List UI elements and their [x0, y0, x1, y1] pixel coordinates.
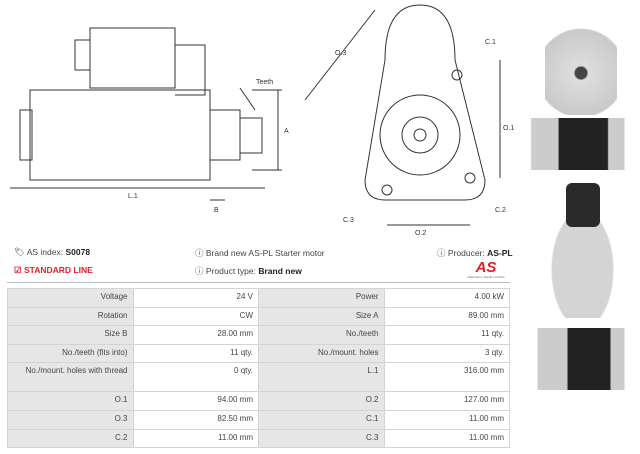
spec-value: 11.00 mm	[132, 428, 259, 449]
side-view-drawing: Teeth A B L.1	[10, 27, 289, 214]
product-photo-terminals[interactable]	[566, 183, 600, 227]
spec-value: 11.00 mm	[383, 428, 510, 449]
product-type: ⓘ Product type: Brand new	[195, 266, 302, 276]
spec-label: Size A	[258, 306, 385, 327]
spec-value: 94.00 mm	[132, 391, 259, 411]
spec-label: C.3	[258, 428, 385, 449]
standard-line-badge: ☑ STANDARD LINE	[14, 265, 93, 275]
spec-label: Voltage	[7, 288, 134, 308]
spec-value: 4.00 kW	[383, 288, 510, 308]
spec-value: CW	[132, 306, 259, 327]
spec-value: 11.00 mm	[383, 409, 510, 430]
spec-value: 3 qty.	[383, 343, 510, 364]
label-l1: L.1	[128, 193, 138, 200]
label-teeth: Teeth	[256, 79, 273, 86]
spec-value: 127.00 mm	[383, 391, 510, 411]
product-photo-front[interactable]	[545, 10, 617, 115]
spec-label: L.1	[258, 362, 385, 393]
label-c3: C.3	[343, 217, 354, 224]
spec-label: O.2	[258, 391, 385, 411]
label-o3: O.3	[335, 50, 346, 57]
spec-value: 24 V	[132, 288, 259, 308]
spec-value: 316.00 mm	[383, 362, 510, 393]
as-index: 🏷 AS index: S0078	[14, 247, 91, 257]
label-a: A	[284, 128, 289, 135]
info-icon: ⓘ	[195, 266, 204, 276]
label-o1: O.1	[503, 125, 514, 132]
checkbox-icon: ☑	[14, 265, 22, 275]
info-icon: ⓘ	[437, 248, 446, 258]
label-c1: C.1	[485, 39, 496, 46]
label-c2: C.2	[495, 207, 506, 214]
spec-label: No./teeth	[258, 325, 385, 345]
product-photo-angle[interactable]	[532, 328, 632, 390]
label-b: B	[214, 207, 219, 214]
spec-label: C.2	[7, 428, 134, 449]
divider	[7, 282, 510, 283]
info-icon: ⓘ	[195, 248, 204, 258]
table-row: No./teeth (fits into)11 qty.No./mount. h…	[7, 343, 510, 364]
as-logo: AS Alternators, Starters & Parts	[467, 259, 505, 279]
producer: ⓘ Producer: AS-PL	[437, 248, 513, 258]
spec-label: Rotation	[7, 306, 134, 327]
spec-value: 89.00 mm	[383, 306, 510, 327]
label-o2: O.2	[415, 230, 426, 237]
product-photo-side[interactable]	[525, 118, 635, 170]
as-index-value: S0078	[65, 247, 91, 257]
spec-label: O.1	[7, 391, 134, 411]
spec-value: 11 qty.	[383, 325, 510, 345]
tag-icon: 🏷	[14, 247, 25, 257]
spec-value: 0 qty.	[132, 362, 259, 393]
spec-value: 28.00 mm	[132, 325, 259, 345]
spec-label: O.3	[7, 409, 134, 430]
spec-label: No./mount. holes with thread	[7, 362, 134, 393]
spec-label: No./teeth (fits into)	[7, 343, 134, 364]
front-view-drawing: O.3 C.1 O.1 C.2 C.3 O.2	[304, 4, 514, 237]
spec-label: Size B	[7, 325, 134, 345]
description: ⓘ Brand new AS-PL Starter motor	[195, 248, 325, 258]
spec-value: 11 qty.	[132, 343, 259, 364]
spec-label: No./mount. holes	[258, 343, 385, 364]
spec-value: 82.50 mm	[132, 409, 259, 430]
spec-label: C.1	[258, 409, 385, 430]
spec-label: Power	[258, 288, 385, 308]
